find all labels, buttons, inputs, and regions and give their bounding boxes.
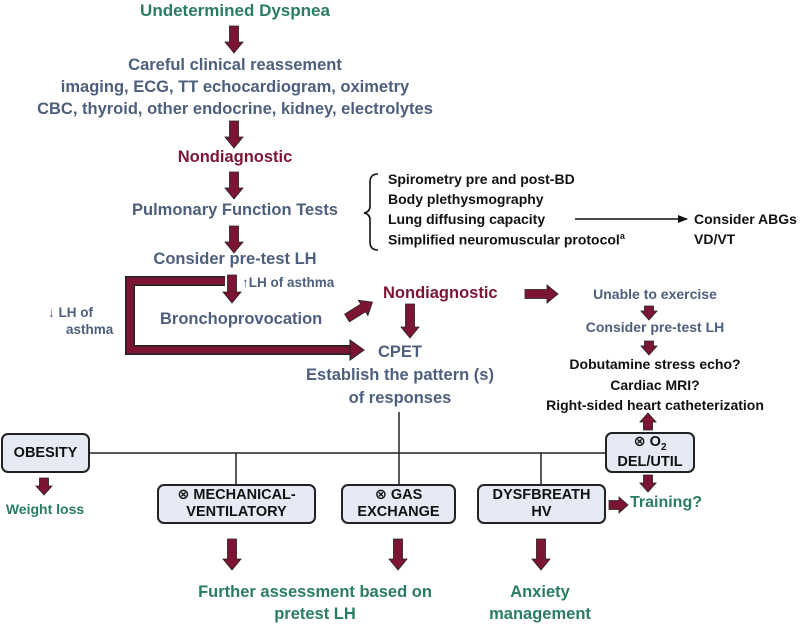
pft-item-spirometry: Spirometry pre and post-BD bbox=[388, 171, 575, 187]
pft-label: Pulmonary Function Tests bbox=[132, 201, 338, 219]
high-lh-label: ↑LH of asthma bbox=[242, 275, 335, 290]
reassessment-line-2: CBC, thyroid, other endocrine, kidney, e… bbox=[37, 100, 433, 118]
bronchoprovocation: Bronchoprovocation bbox=[160, 310, 323, 328]
cpet-label: CPET bbox=[377, 343, 422, 361]
low-lh-label-line-2: asthma bbox=[66, 322, 114, 337]
outcome-anxiety-line-2: management bbox=[489, 605, 591, 623]
arrow-gas-to-further bbox=[388, 538, 408, 571]
title-undetermined-dyspnea: Undetermined Dyspnea bbox=[140, 1, 330, 20]
cpet-line-2: Establish the pattern (s) bbox=[306, 366, 494, 384]
pft-item-neuromuscular: Simplified neuromuscular protocola bbox=[388, 231, 625, 248]
outcome-further-line-1: Further assessment based on bbox=[198, 583, 432, 601]
arrow-pretest-to-tests bbox=[640, 340, 658, 356]
reassessment-line-1: imaging, ECG, TT echocardiogram, oximetr… bbox=[60, 78, 410, 96]
arrow-broncho-to-nondiag bbox=[344, 299, 373, 323]
arrow-reassessment-to-nondiag bbox=[224, 120, 244, 149]
pft-item-diffusing: Lung diffusing capacity bbox=[388, 211, 546, 227]
outcome-anxiety-line-1: Anxiety bbox=[510, 583, 570, 601]
arrow-nondiag-to-unable bbox=[524, 284, 559, 304]
pft-item-plethysmography: Body plethysmography bbox=[388, 191, 544, 207]
test-right-heart-cath: Right-sided heart catheterization bbox=[546, 397, 764, 413]
test-cardiac-mri: Cardiac MRI? bbox=[610, 377, 700, 393]
brace-icon bbox=[363, 173, 379, 251]
nondiagnostic-2: Nondiagnostic bbox=[383, 284, 498, 302]
consider-abgs: Consider ABGs bbox=[694, 211, 797, 227]
low-lh-label-line-1: ↓ LH of bbox=[48, 305, 93, 320]
arrow-pft-to-pretest bbox=[224, 225, 244, 254]
arrow-title-to-reassessment bbox=[224, 25, 244, 54]
arrow-dys-to-anxiety bbox=[531, 538, 551, 571]
arrow-unable-to-pretest bbox=[640, 305, 658, 321]
arrow-o2-to-training bbox=[639, 474, 657, 493]
test-dobutamine: Dobutamine stress echo? bbox=[569, 356, 741, 372]
pretest-lh: Consider pre-test LH bbox=[153, 250, 317, 268]
vd-vt: VD/VT bbox=[694, 231, 736, 247]
arrow-dys-to-training bbox=[608, 496, 629, 514]
box-mechanical-ventilatory: ⊗ MECHANICAL-VENTILATORY bbox=[157, 484, 316, 524]
reassessment-heading: Careful clinical reassement bbox=[128, 56, 342, 74]
outcome-weight-loss: Weight loss bbox=[5, 501, 85, 517]
outcome-further-line-2: pretest LH bbox=[274, 605, 356, 623]
unable-to-exercise: Unable to exercise bbox=[593, 286, 717, 302]
arrow-pretest-to-broncho bbox=[222, 274, 242, 304]
right-pretest-lh: Consider pre-test LH bbox=[585, 319, 725, 335]
box-obesity: OBESITY bbox=[1, 433, 90, 473]
arrow-nondiag-to-cpet bbox=[400, 303, 420, 339]
arrow-o2-to-tests bbox=[639, 412, 657, 431]
arrow-nondiag-to-pft bbox=[224, 171, 244, 200]
outcome-training: Training? bbox=[630, 494, 702, 511]
arrow-obesity-to-weightloss bbox=[35, 477, 53, 496]
cpet-line-3: of responses bbox=[348, 389, 452, 407]
arrow-mech-to-further bbox=[222, 538, 242, 571]
nondiagnostic-1: Nondiagnostic bbox=[177, 148, 293, 166]
